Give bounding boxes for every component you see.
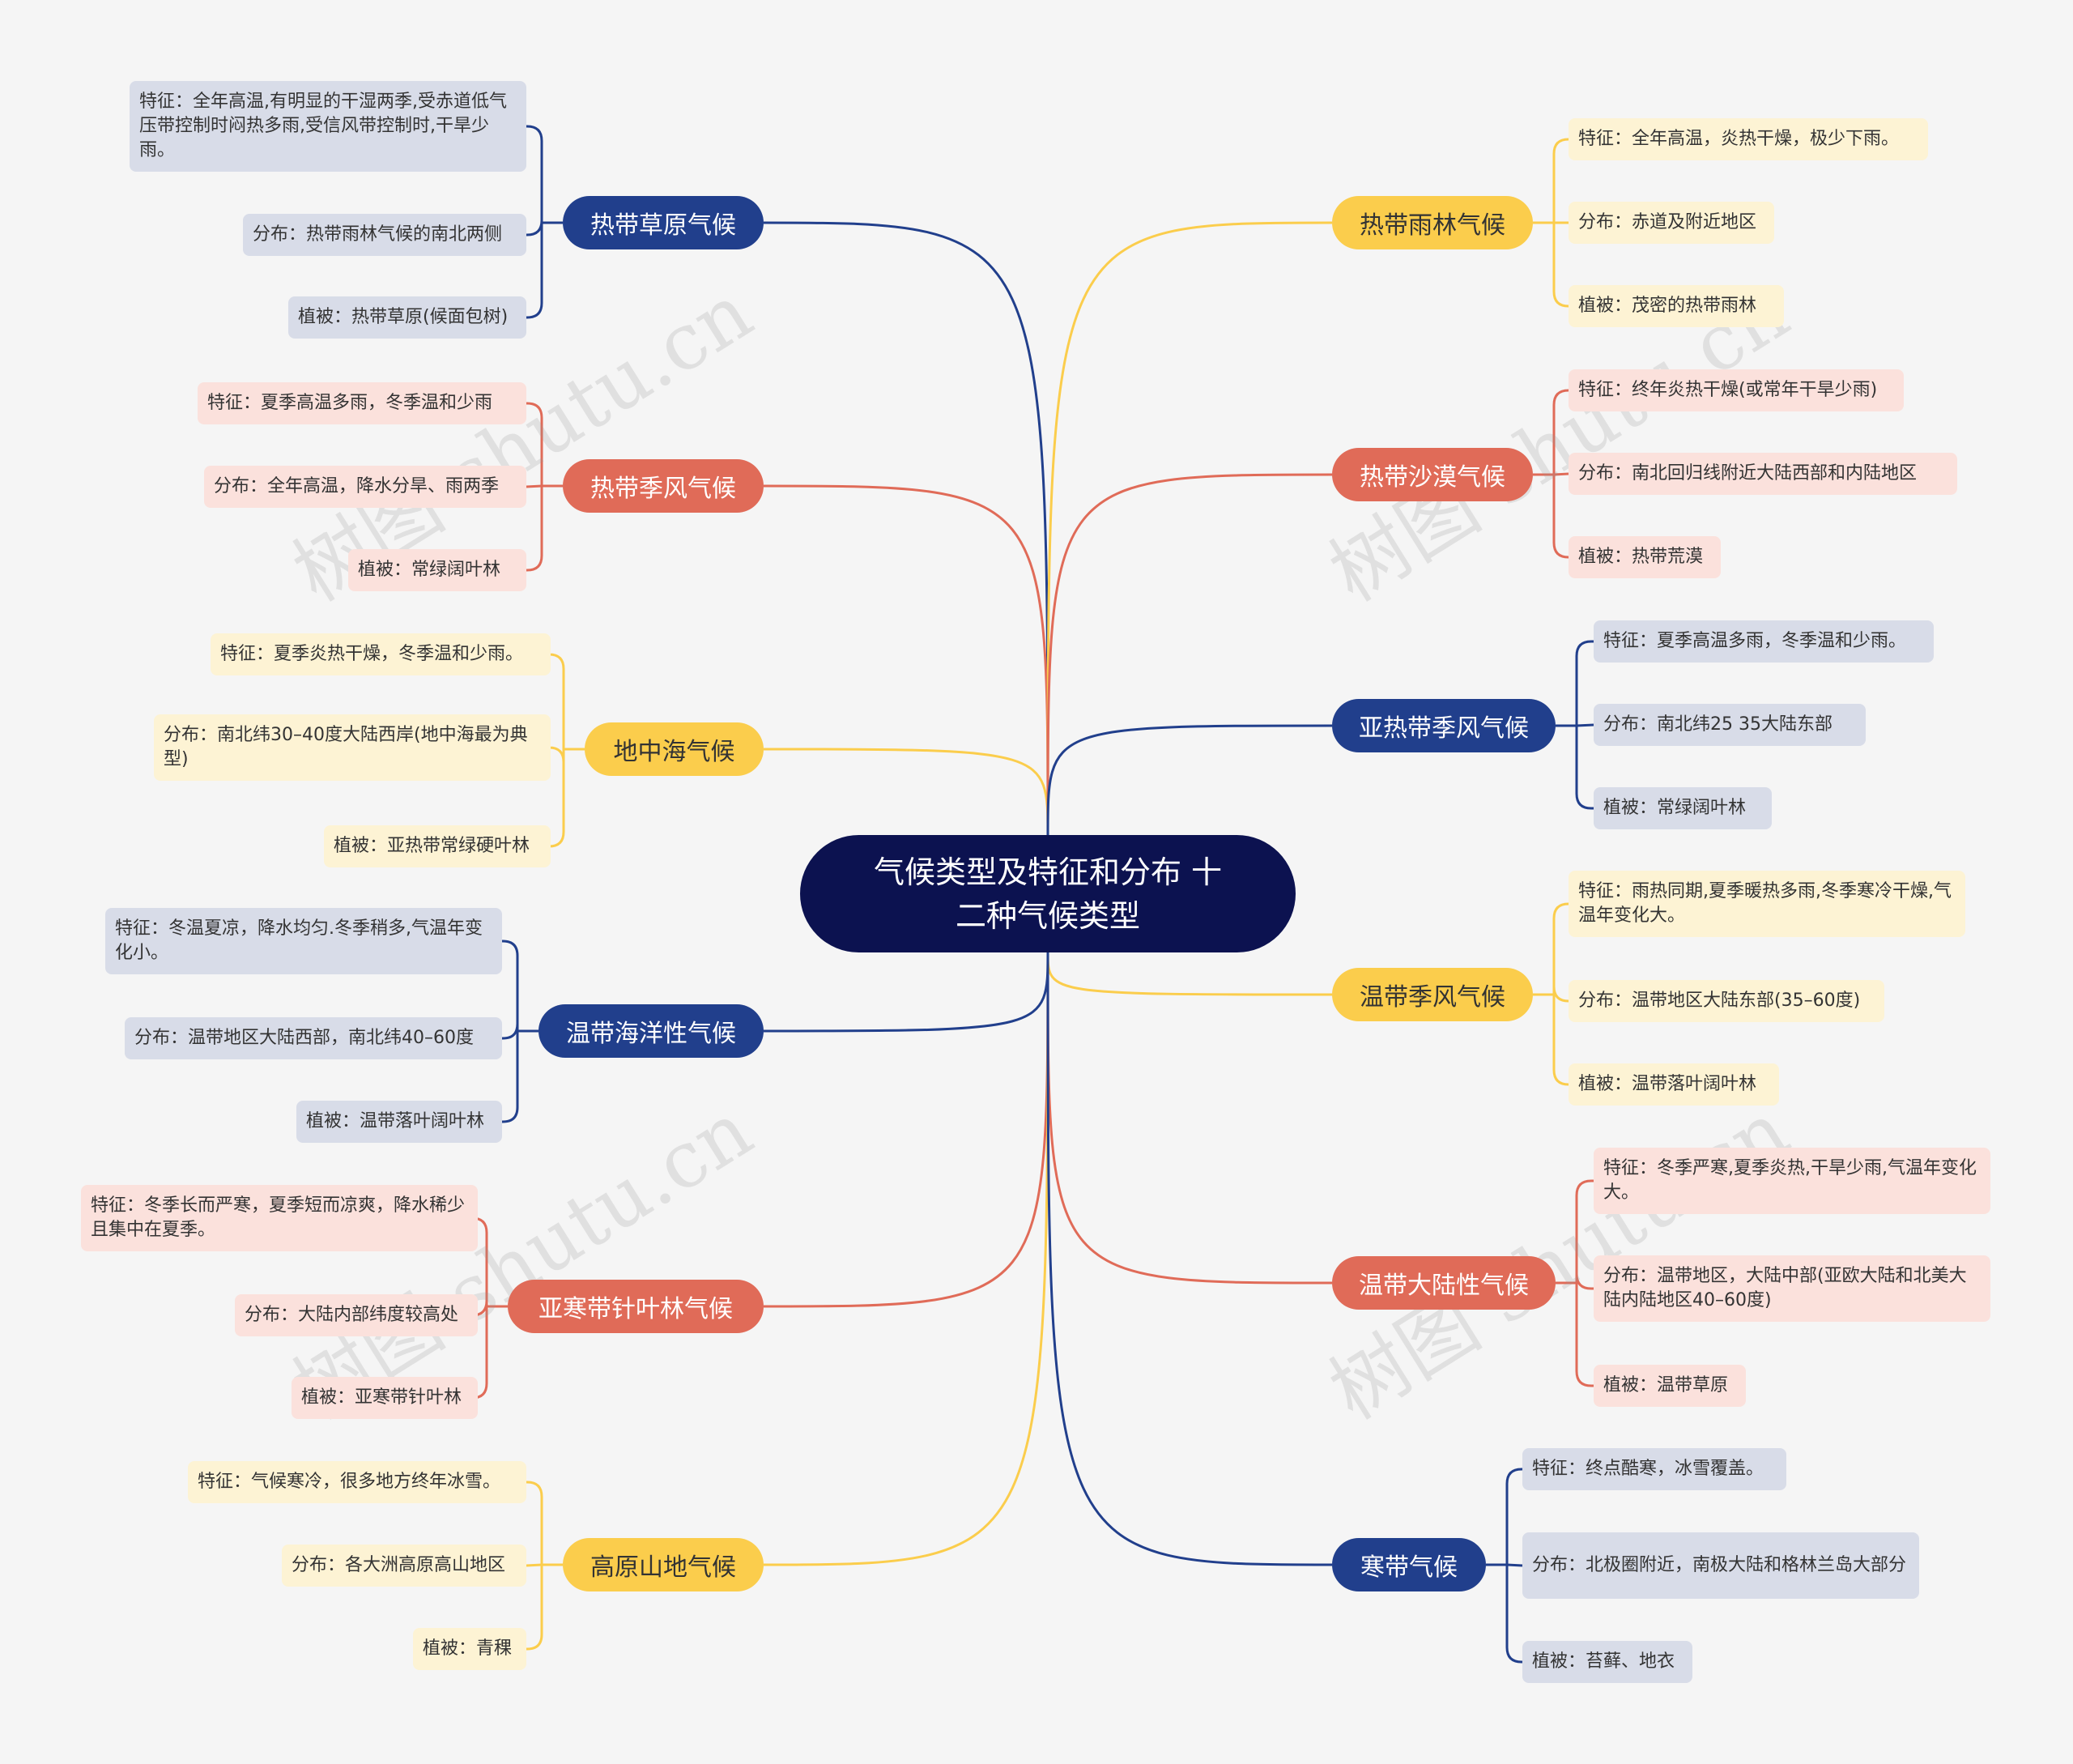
branch-connector bbox=[763, 952, 1049, 1566]
branch-connector bbox=[763, 952, 1049, 1308]
leaf-node[interactable]: 植被：青稞 bbox=[413, 1628, 526, 1670]
branch-node[interactable]: 温带大陆性气候 bbox=[1332, 1256, 1556, 1310]
leaf-node[interactable]: 植被：亚热带常绿硬叶林 bbox=[324, 825, 551, 867]
branch-node[interactable]: 温带海洋性气候 bbox=[538, 1004, 764, 1058]
branch-connector bbox=[1046, 952, 1333, 1566]
leaf-connector bbox=[502, 1023, 519, 1040]
leaf-node[interactable]: 特征：终点酷寒，冰雪覆盖。 bbox=[1522, 1448, 1786, 1490]
leaf-connector bbox=[1575, 1283, 1594, 1387]
leaf-node[interactable]: 植被：温带落叶阔叶林 bbox=[1569, 1063, 1779, 1106]
leaf-connector bbox=[1505, 1565, 1522, 1664]
branch-node[interactable]: 地中海气候 bbox=[585, 722, 764, 776]
leaf-node[interactable]: 特征：夏季高温多雨，冬季温和少雨 bbox=[198, 382, 526, 424]
leaf-connector bbox=[526, 486, 543, 572]
branch-connector bbox=[763, 484, 1049, 836]
leaf-node[interactable]: 分布：全年高温，降水分旱、雨两季 bbox=[204, 466, 526, 508]
leaf-connector bbox=[1552, 389, 1569, 475]
leaf-node[interactable]: 分布：温带地区大陆东部(35–60度) bbox=[1569, 980, 1884, 1022]
leaf-node[interactable]: 分布：各大洲高原高山地区 bbox=[282, 1545, 526, 1587]
branch-node[interactable]: 热带草原气候 bbox=[563, 196, 764, 249]
branch-connector bbox=[1046, 221, 1333, 836]
branch-connector bbox=[1046, 724, 1333, 836]
leaf-connector bbox=[526, 1481, 543, 1565]
leaf-connector bbox=[1553, 472, 1569, 476]
leaf-connector bbox=[502, 940, 519, 1031]
leaf-connector bbox=[1576, 723, 1594, 727]
branch-node[interactable]: 温带季风气候 bbox=[1332, 968, 1533, 1021]
branch-connector bbox=[763, 952, 1049, 1033]
leaf-connector bbox=[526, 1563, 543, 1567]
leaf-node[interactable]: 植被：温带草原 bbox=[1594, 1365, 1746, 1407]
leaf-node[interactable]: 分布：温带地区，大陆中部(亚欧大陆和北美大陆内陆地区40–60度) bbox=[1594, 1255, 1990, 1322]
branch-node[interactable]: 亚热带季风气候 bbox=[1332, 699, 1556, 752]
leaf-node[interactable]: 植被：亚寒带针叶林 bbox=[292, 1377, 478, 1419]
leaf-node[interactable]: 特征：终年炎热干燥(或常年干旱少雨) bbox=[1569, 369, 1904, 411]
leaf-connector bbox=[548, 749, 565, 848]
leaf-connector bbox=[1552, 986, 1569, 1003]
leaf-node[interactable]: 分布：大陆内部纬度较高处 bbox=[235, 1294, 478, 1336]
leaf-connector bbox=[526, 402, 543, 486]
leaf-connector bbox=[526, 125, 543, 223]
leaf-connector bbox=[548, 653, 565, 749]
leaf-node[interactable]: 分布：北极圈附近，南极大陆和格林兰岛大部分 bbox=[1522, 1532, 1919, 1599]
leaf-connector bbox=[1575, 1273, 1594, 1290]
leaf-node[interactable]: 植被：热带草原(候面包树) bbox=[288, 296, 526, 339]
leaf-node[interactable]: 植被：常绿阔叶林 bbox=[1594, 787, 1772, 829]
leaf-connector bbox=[526, 1565, 543, 1651]
leaf-connector bbox=[1575, 1179, 1594, 1283]
leaf-node[interactable]: 植被：温带落叶阔叶林 bbox=[296, 1101, 502, 1143]
branch-node[interactable]: 热带雨林气候 bbox=[1332, 196, 1533, 249]
leaf-connector bbox=[1552, 138, 1569, 223]
branch-connector bbox=[763, 221, 1049, 836]
leaf-connector bbox=[526, 223, 543, 319]
branch-node[interactable]: 亚寒带针叶林气候 bbox=[508, 1280, 764, 1333]
leaf-connector bbox=[1552, 995, 1569, 1086]
leaf-node[interactable]: 特征：夏季炎热干燥，冬季温和少雨。 bbox=[211, 633, 551, 675]
leaf-node[interactable]: 特征：全年高温，炎热干燥，极少下雨。 bbox=[1569, 118, 1928, 160]
leaf-node[interactable]: 特征：雨热同期,夏季暖热多雨,冬季寒冷干燥,气温年变化大。 bbox=[1569, 871, 1965, 937]
leaf-node[interactable]: 特征：冬季严寒,夏季炎热,干旱少雨,气温年变化大。 bbox=[1594, 1148, 1990, 1214]
leaf-connector bbox=[1552, 223, 1569, 308]
branch-connector bbox=[1046, 952, 1333, 996]
leaf-node[interactable]: 特征：全年高温,有明显的干湿两季,受赤道低气压带控制时闷热多雨,受信风带控制时,… bbox=[130, 81, 526, 172]
leaf-node[interactable]: 分布：南北纬25 35大陆东部 bbox=[1594, 704, 1866, 746]
leaf-connector bbox=[1505, 1468, 1522, 1565]
leaf-connector bbox=[526, 484, 543, 488]
leaf-node[interactable]: 特征：气候寒冷，很多地方终年冰雪。 bbox=[188, 1461, 526, 1503]
branch-connector bbox=[1046, 473, 1333, 836]
leaf-node[interactable]: 特征：冬温夏凉，降水均匀.冬季稍多,气温年变化小。 bbox=[105, 908, 502, 974]
leaf-node[interactable]: 分布：赤道及附近地区 bbox=[1569, 202, 1774, 244]
leaf-node[interactable]: 植被：苔藓、地衣 bbox=[1522, 1641, 1692, 1683]
branch-node[interactable]: 热带沙漠气候 bbox=[1332, 448, 1533, 501]
branch-connector bbox=[763, 748, 1049, 836]
branch-node[interactable]: 高原山地气候 bbox=[563, 1538, 764, 1591]
branch-node[interactable]: 寒带气候 bbox=[1332, 1538, 1486, 1591]
leaf-connector bbox=[1552, 475, 1569, 559]
leaf-connector bbox=[502, 1031, 519, 1123]
leaf-connector bbox=[526, 219, 543, 236]
leaf-node[interactable]: 分布：南北回归线附近大陆西部和内陆地区 bbox=[1569, 453, 1957, 495]
leaf-node[interactable]: 植被：茂密的热带雨林 bbox=[1569, 285, 1784, 327]
leaf-connector bbox=[1552, 902, 1569, 995]
leaf-connector bbox=[548, 746, 565, 763]
leaf-connector bbox=[1506, 1563, 1523, 1567]
leaf-node[interactable]: 特征：夏季高温多雨，冬季温和少雨。 bbox=[1594, 620, 1934, 663]
leaf-node[interactable]: 分布：热带雨林气候的南北两侧 bbox=[243, 214, 526, 256]
leaf-connector bbox=[1575, 726, 1594, 810]
leaf-node[interactable]: 特征：冬季长而严寒，夏季短而凉爽，降水稀少且集中在夏季。 bbox=[81, 1185, 478, 1251]
branch-connector bbox=[1046, 952, 1333, 1285]
leaf-node[interactable]: 分布：温带地区大陆西部，南北纬40–60度 bbox=[125, 1017, 502, 1059]
branch-node[interactable]: 热带季风气候 bbox=[563, 459, 764, 513]
leaf-node[interactable]: 植被：常绿阔叶林 bbox=[348, 549, 526, 591]
leaf-node[interactable]: 植被：热带荒漠 bbox=[1569, 536, 1721, 578]
leaf-node[interactable]: 分布：南北纬30–40度大陆西岸(地中海最为典型) bbox=[154, 714, 551, 781]
central-topic[interactable]: 气候类型及特征和分布 十 二种气候类型 bbox=[800, 835, 1296, 952]
leaf-connector bbox=[1575, 640, 1594, 726]
